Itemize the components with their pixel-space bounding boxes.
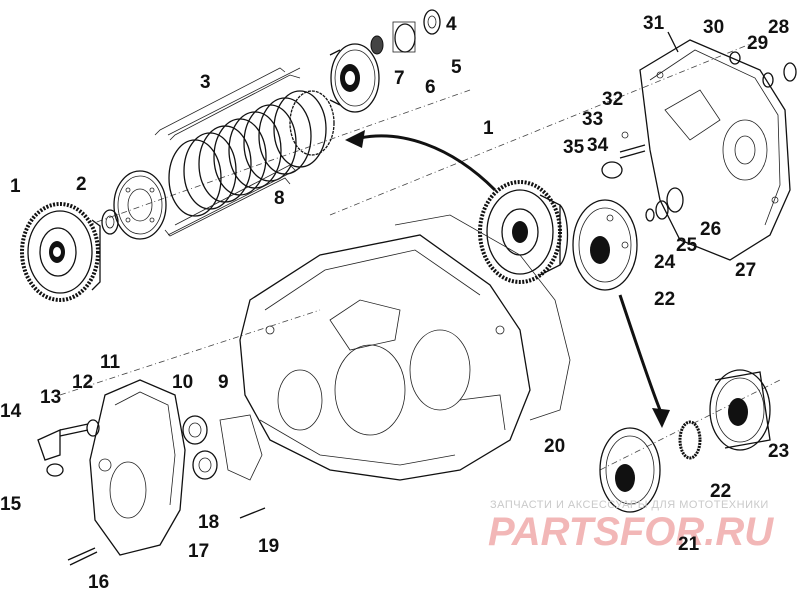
callout-4: 4 [446,14,457,35]
callout-10: 10 [172,372,193,393]
watermark-tagline: ЗАПЧАСТИ И АКСЕССУАРЫ ДЛЯ МОТОТЕХНИКИ [490,499,769,511]
callout-9: 9 [218,372,229,393]
hub-nut-and-washers [370,9,441,55]
pin-and-bolt [601,131,646,179]
callout-15: 15 [0,494,22,515]
callout-25: 25 [676,235,698,256]
callout-22-lower: 22 [710,481,731,502]
callout-21: 21 [678,534,700,555]
thrust-washer [101,209,119,235]
crankcase-cover-gasket [394,214,571,421]
cover-plugs-and-bolt [667,31,797,88]
callout-14: 14 [0,401,22,422]
cover-bolts [67,507,266,566]
callout-28: 28 [768,17,789,38]
callout-labels: 1 2 3 4 5 6 7 8 9 10 11 12 13 14 15 16 1… [0,13,789,591]
callout-6: 6 [425,77,436,98]
callout-34: 34 [587,135,609,156]
callout-35: 35 [563,137,585,158]
callout-19: 19 [258,536,279,557]
callout-16: 16 [88,572,109,591]
callout-22-upper: 22 [654,289,675,310]
seals-and-gasket-left [182,414,263,481]
bearing-washers-right [645,187,684,222]
callout-11: 11 [100,352,121,373]
callout-1-left: 1 [10,176,21,197]
callout-2: 2 [76,174,87,195]
callout-33: 33 [582,109,603,130]
starter-clutch-lower [599,369,771,513]
watermark-logo: PARTSFOR.RU [488,510,774,554]
lower-arrow [618,294,670,428]
callout-32: 32 [602,89,623,110]
left-crankcase-cover [89,379,186,556]
callout-31: 31 [643,13,665,34]
clutch-gear-right [478,180,569,284]
oil-filler-and-plug [37,419,100,477]
callout-23: 23 [768,441,789,462]
callout-5: 5 [451,57,462,78]
clutch-plates-stack [167,67,335,236]
callout-17: 17 [188,541,209,562]
callout-12: 12 [72,372,93,393]
generator-cover [639,39,791,261]
callout-7: 7 [394,68,405,89]
clutch-gear-left [20,202,101,302]
clutch-pressure-plate [113,170,167,240]
callout-29: 29 [747,33,768,54]
watermark: ЗАПЧАСТИ И АКСЕССУАРЫ ДЛЯ МОТОТЕХНИКИ PA… [488,499,774,554]
callout-26: 26 [700,219,721,240]
callout-20: 20 [544,436,565,457]
stack-brackets [154,67,291,237]
callout-24: 24 [654,252,676,273]
assembly-arrow [345,130,497,192]
callout-8: 8 [274,188,285,209]
starter-clutch-upper [572,199,638,291]
clutch-hub [329,43,380,113]
callout-3: 3 [200,72,211,93]
crankcase [239,234,531,481]
callout-30: 30 [703,17,724,38]
callout-1-right: 1 [483,118,494,139]
callout-18: 18 [198,512,219,533]
callout-27: 27 [735,260,756,281]
callout-13: 13 [40,387,61,408]
